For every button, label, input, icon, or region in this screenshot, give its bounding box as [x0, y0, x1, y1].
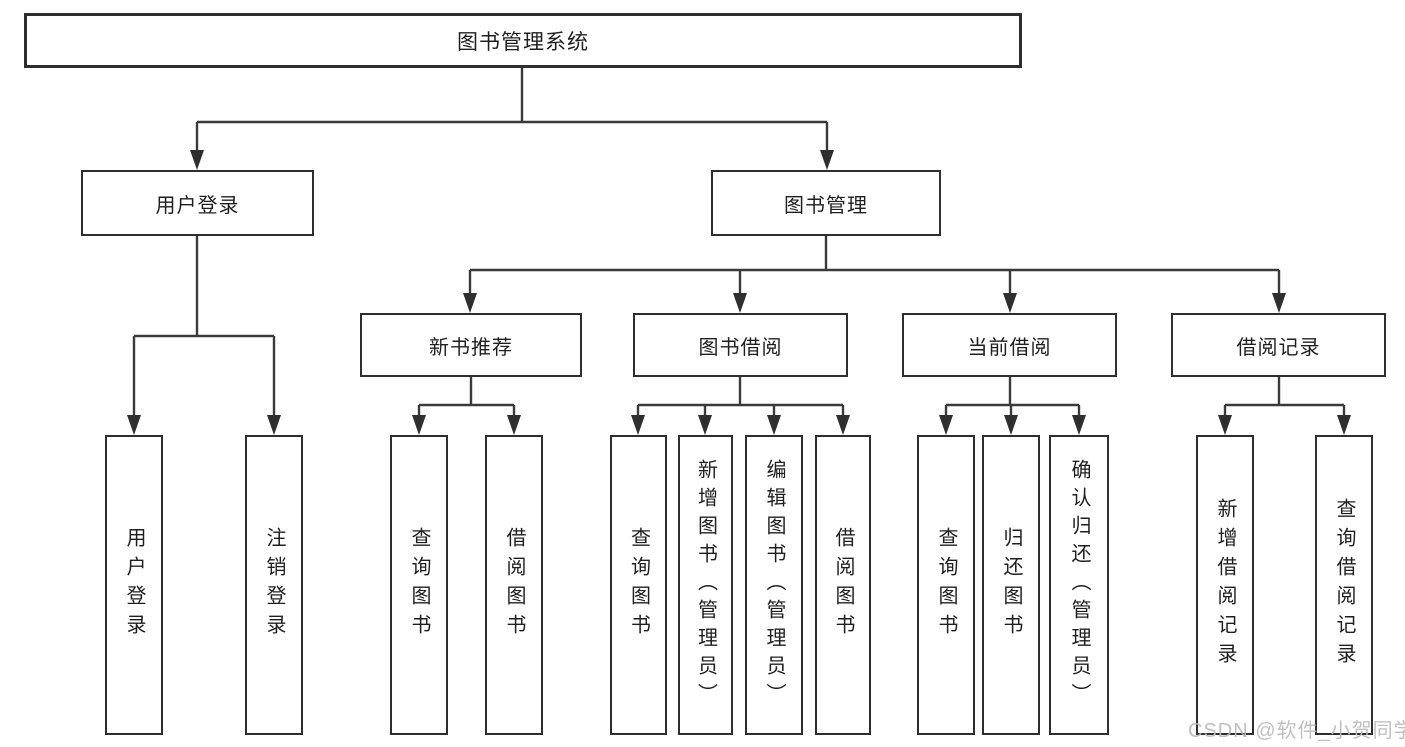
node-new-book-recommend: 新书推荐	[360, 313, 582, 377]
connector-root-to-level2	[195, 68, 829, 156]
arrow-icon	[939, 415, 953, 435]
arrow-icon	[767, 415, 781, 435]
arrow-icon	[1003, 293, 1017, 313]
arrow-icon	[836, 415, 850, 435]
leaf-cb-query-books: 查询图书	[917, 435, 975, 735]
leaf-user-login: 用户登录	[105, 435, 163, 735]
leaf-br-query-record: 查询借阅记录	[1315, 435, 1373, 735]
arrow-icon	[1004, 415, 1018, 435]
arrow-icon	[412, 415, 426, 435]
arrow-icon	[1337, 415, 1351, 435]
leaf-bb-edit-books-admin: 编辑图书（管理员）	[745, 435, 803, 735]
arrow-icon	[190, 150, 204, 170]
arrow-icon	[698, 415, 712, 435]
leaf-bb-borrow-books: 借阅图书	[815, 435, 871, 735]
arrow-icon	[463, 293, 477, 313]
arrow-icon	[1218, 415, 1232, 435]
node-library-management-system: 图书管理系统	[24, 13, 1022, 68]
node-book-management: 图书管理	[711, 170, 941, 236]
node-book-borrowing: 图书借阅	[633, 313, 848, 377]
leaf-br-add-record: 新增借阅记录	[1196, 435, 1254, 735]
connector-bookmgmt-to-level3	[468, 236, 1281, 298]
leaf-logout: 注销登录	[245, 435, 303, 735]
connector-borrowing-to-leaves	[636, 377, 845, 422]
leaf-cb-confirm-return-admin: 确认归还（管理员）	[1049, 435, 1109, 735]
leaf-rec-query-books: 查询图书	[390, 435, 448, 735]
leaf-bb-add-books-admin: 新增图书（管理员）	[678, 435, 733, 735]
connector-current-to-leaves	[944, 377, 1081, 422]
leaf-rec-borrow-books: 借阅图书	[485, 435, 543, 735]
arrow-icon	[267, 415, 281, 435]
arrow-icon	[507, 415, 521, 435]
arrow-icon	[1072, 415, 1086, 435]
node-borrowing-records: 借阅记录	[1171, 313, 1386, 377]
csdn-watermark: CSDN @软件_小贺同学	[1188, 720, 1405, 742]
leaf-cb-return-books: 归还图书	[982, 435, 1040, 735]
connector-userlogin-to-leaves	[132, 236, 276, 422]
arrow-icon	[733, 293, 747, 313]
connector-records-to-leaves	[1223, 377, 1346, 422]
arrow-icon	[127, 415, 141, 435]
arrow-icon	[631, 415, 645, 435]
node-current-borrowing: 当前借阅	[902, 313, 1117, 377]
node-user-login: 用户登录	[81, 170, 314, 236]
arrow-icon	[1272, 293, 1286, 313]
connector-recommend-to-leaves	[417, 377, 516, 422]
arrow-icon	[820, 150, 834, 170]
leaf-bb-query-books: 查询图书	[610, 435, 667, 735]
